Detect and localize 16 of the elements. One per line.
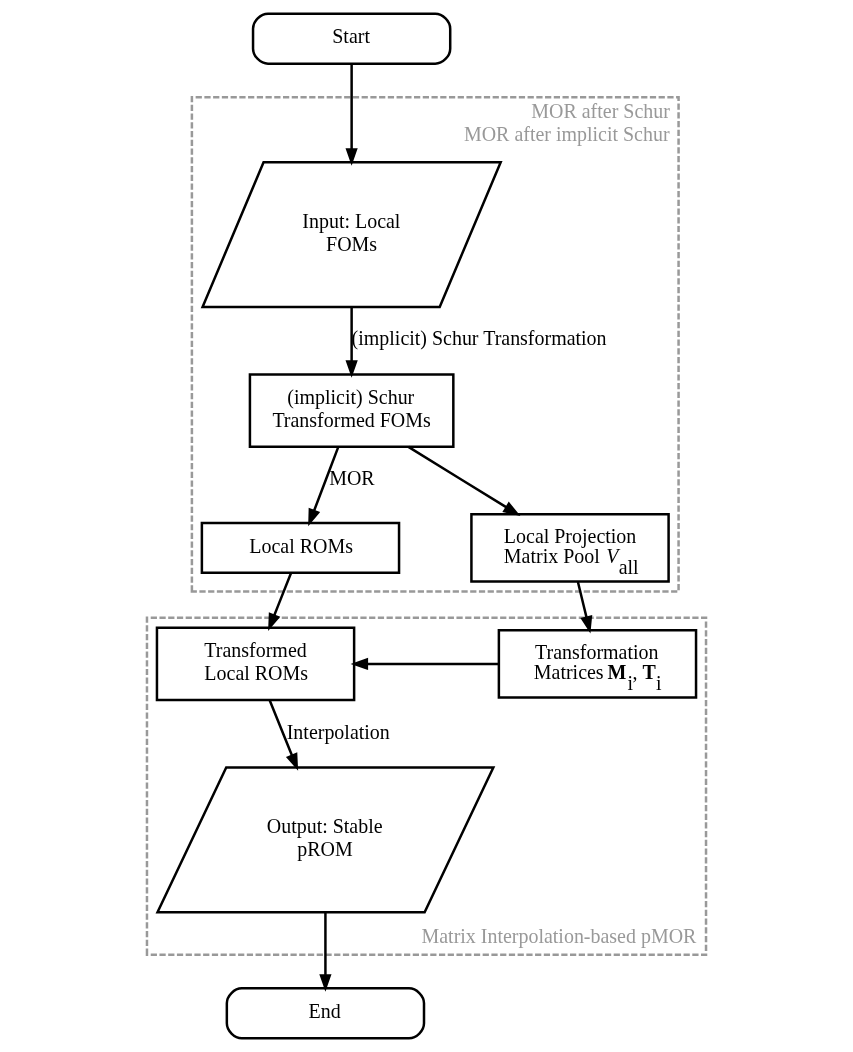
- node-box: Transformed Local ROMs: [155, 626, 356, 702]
- arrow: [268, 572, 293, 631]
- arrow: [350, 657, 499, 671]
- arrow: [576, 581, 593, 634]
- edge-label: Interpolation: [286, 720, 390, 743]
- arrow: [319, 912, 332, 992]
- arrow: [345, 307, 358, 378]
- arrow: [345, 63, 358, 166]
- arrow: [407, 445, 521, 516]
- edge-label: MOR: [329, 467, 375, 490]
- node-box: Start: [251, 12, 452, 65]
- node-box: (implicit) Schur Transformed FOMs: [248, 373, 455, 448]
- arrow: [308, 446, 340, 527]
- node-box: Local ROMs: [200, 521, 401, 575]
- arrow: [268, 699, 299, 771]
- node-box: End: [225, 987, 426, 1040]
